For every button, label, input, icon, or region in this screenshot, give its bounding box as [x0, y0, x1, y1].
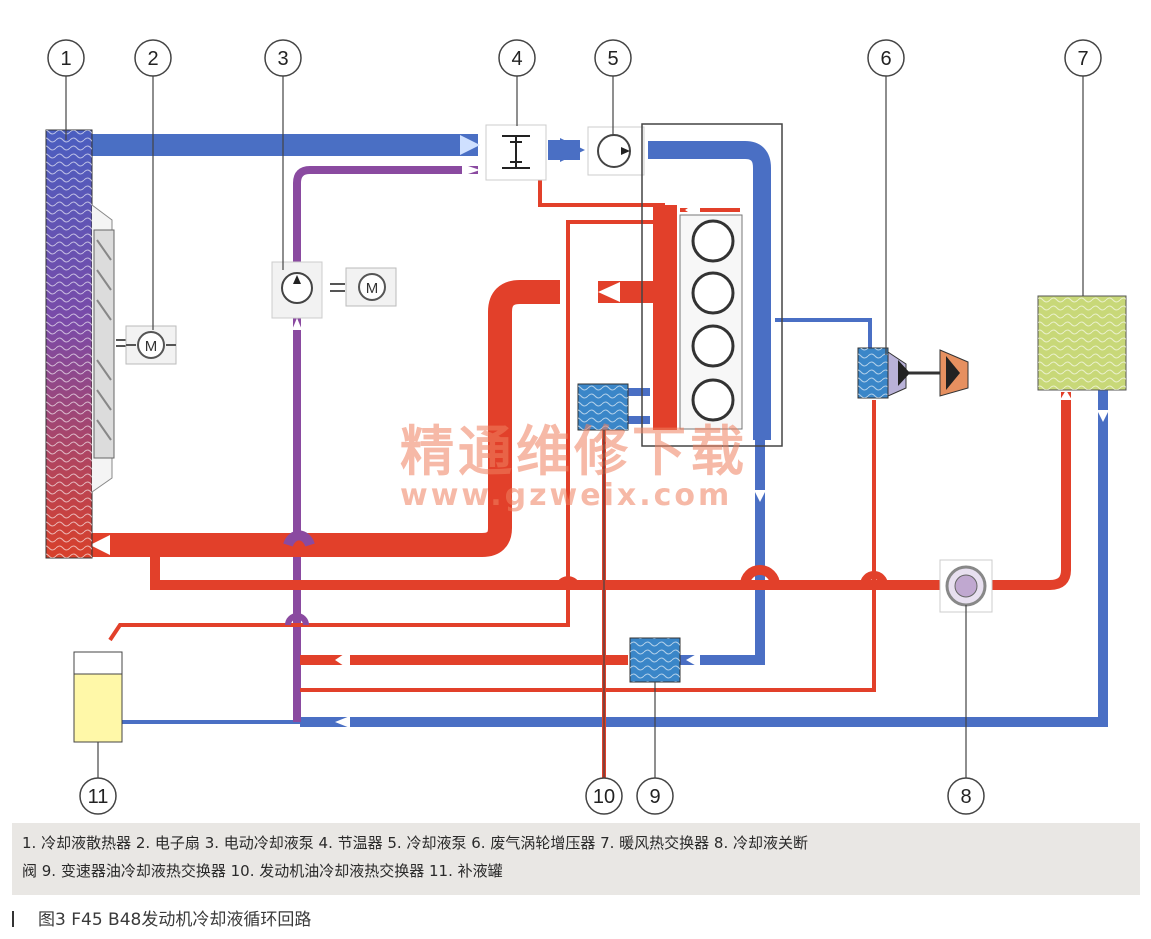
fan-motor-icon: M — [125, 325, 177, 365]
electric-coolant-pump: M — [271, 261, 397, 319]
callout-2: 2 — [134, 39, 172, 77]
callout-9: 9 — [636, 777, 674, 815]
legend-line-2: 阀 9. 变速器油冷却液热交换器 10. 发动机油冷却液热交换器 11. 补液罐 — [22, 862, 503, 880]
svg-text:3: 3 — [277, 48, 288, 70]
mechanical-coolant-pump — [587, 126, 645, 176]
watermark-url: www.gzweix.com — [400, 478, 732, 513]
caption-bar — [12, 911, 14, 927]
svg-text:7: 7 — [1077, 48, 1088, 70]
figure-caption: 图3 F45 B48发动机冷却液循环回路 — [38, 910, 312, 930]
svg-text:4: 4 — [511, 48, 522, 70]
svg-text:6: 6 — [880, 48, 891, 70]
engine-block — [641, 123, 783, 447]
svg-text:10: 10 — [593, 786, 615, 808]
watermark-cn: 精通维修下载 — [400, 420, 748, 483]
engine-oil-heat-exchanger — [577, 383, 629, 431]
transmission-oil-heat-exchanger — [629, 637, 681, 683]
callout-6: 6 — [867, 39, 905, 77]
expansion-tank — [73, 651, 123, 743]
pump-pipes — [293, 166, 478, 722]
callout-11: 11 — [79, 777, 117, 815]
callout-lines — [65, 76, 1084, 778]
legend-line-1: 1. 冷却液散热器 2. 电子扇 3. 电动冷却液泵 4. 节温器 5. 冷却液… — [22, 834, 809, 852]
heater-heat-exchanger — [1037, 295, 1127, 391]
callout-1: 1 — [47, 39, 85, 77]
pipe-crossovers — [283, 530, 888, 626]
cold-pipes — [90, 134, 1108, 727]
svg-text:5: 5 — [607, 48, 618, 70]
thermostat — [485, 124, 547, 181]
callout-5: 5 — [594, 39, 632, 77]
svg-text:11: 11 — [88, 786, 109, 808]
figure-caption-row: 图3 F45 B48发动机冷却液循环回路 — [12, 905, 311, 930]
coolant-circuit-diagram: M M — [45, 39, 1127, 815]
callout-3: 3 — [264, 39, 302, 77]
callout-8: 8 — [947, 777, 985, 815]
svg-text:2: 2 — [147, 48, 158, 70]
coolant-radiator — [45, 129, 93, 559]
turbocharger — [857, 347, 969, 399]
component-legend: 1. 冷却液散热器 2. 电子扇 3. 电动冷却液泵 4. 节温器 5. 冷却液… — [12, 823, 1140, 895]
callout-7: 7 — [1064, 39, 1102, 77]
svg-text:9: 9 — [649, 786, 660, 808]
callout-4: 4 — [498, 39, 536, 77]
svg-text:8: 8 — [960, 786, 971, 808]
callout-10: 10 — [585, 777, 623, 815]
coolant-shutoff-valve — [939, 559, 993, 613]
pump-motor-label: M — [366, 280, 379, 297]
svg-text:1: 1 — [60, 48, 71, 70]
motor-label: M — [145, 338, 158, 355]
